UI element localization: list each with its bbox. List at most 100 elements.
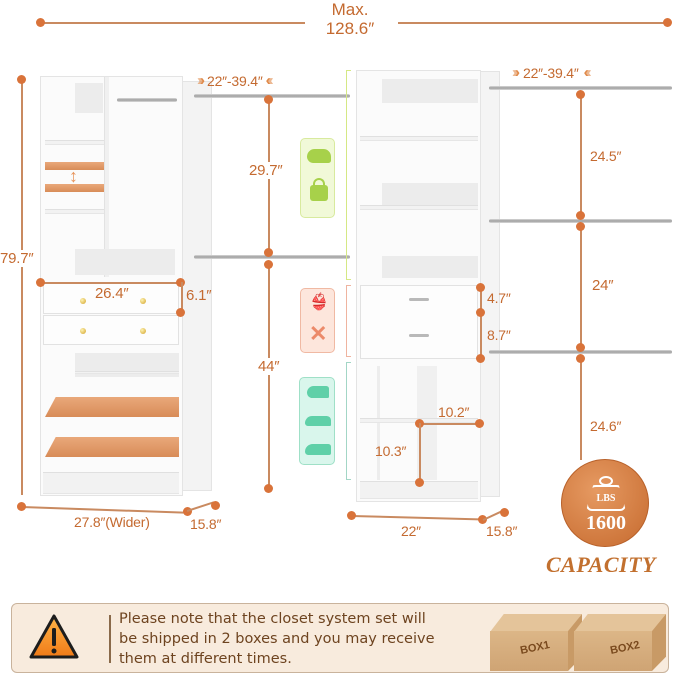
dress-shoe-icon <box>305 416 331 426</box>
drawer-pull <box>409 298 429 301</box>
bottom-gap-dot-top <box>576 354 585 363</box>
box1-top <box>490 614 582 632</box>
right-width-label: 22″ <box>401 523 421 539</box>
drawer-knob <box>140 298 146 304</box>
weight-icon: LBS <box>586 476 626 512</box>
adjustable-shelf-1 <box>45 162 104 170</box>
box2-icon: BOX2 <box>574 614 666 672</box>
box2-top <box>574 614 666 632</box>
upper-height-dot-top <box>264 95 273 104</box>
weight-ring <box>599 476 613 486</box>
right-width-dot-right <box>478 515 487 524</box>
box1-icon: BOX1 <box>490 614 582 672</box>
middle-rod-span-label: 22″-39.4″ <box>207 72 263 89</box>
left-shelf-2 <box>45 209 104 214</box>
heel-shoe-icon <box>307 386 329 398</box>
drawer-knob <box>80 298 86 304</box>
notice-line-1: Please note that the closet system set w… <box>119 611 426 627</box>
lower-height-label: 44″ <box>258 358 280 375</box>
adjustable-shelf-2 <box>45 184 104 192</box>
right-rod-span-label: 22″-39.4″ <box>523 64 579 81</box>
left-drawer-2[interactable] <box>43 315 179 345</box>
left-height-label: 79.7″ <box>0 250 34 267</box>
right-low-shade <box>382 256 478 278</box>
drawer-width-dot-left <box>36 278 45 287</box>
upper-height-label: 29.7″ <box>249 162 283 179</box>
underwear-card: 👙 ✕ <box>300 288 335 353</box>
right-lower-rod[interactable] <box>489 350 672 354</box>
drawer-height-dot-bottom <box>176 308 185 317</box>
right-width-line <box>351 515 484 520</box>
middle-lower-rod[interactable] <box>194 255 350 259</box>
right-shelf-2 <box>360 205 478 210</box>
expand-right-chevrons-icon: › <box>200 72 205 89</box>
cube-height-line <box>419 423 421 481</box>
notice-divider <box>109 615 111 663</box>
total-width-line-right <box>398 22 666 24</box>
capacity-badge: LBS 1600 <box>561 459 649 547</box>
expand-right-chevrons-icon: › <box>515 64 520 81</box>
right-drawer[interactable] <box>360 285 478 359</box>
expand-right-chevrons-icon: ››› <box>512 64 519 81</box>
drawer-bottom-label: 8.7″ <box>487 327 511 343</box>
right-closet-unit <box>356 70 500 502</box>
accessories-card <box>300 138 335 218</box>
drawer-dim-dot-bottom <box>476 354 485 363</box>
drawer-knob <box>80 328 86 334</box>
capacity-value: 1600 <box>586 512 626 534</box>
left-cubby-shade <box>75 83 103 113</box>
total-width-dot-right <box>663 18 672 27</box>
scarf-icon: ✕ <box>309 321 328 346</box>
upper-height-dot-bottom <box>264 248 273 257</box>
left-unit-rod <box>117 98 177 102</box>
middle-gap-dot-top <box>576 222 585 231</box>
right-mid-shade <box>382 183 478 205</box>
right-width-dot-left <box>347 511 356 520</box>
right-rod-span: ››› › 22″-39.4″ ‹ ‹‹‹ <box>512 64 592 81</box>
left-width-line <box>21 506 184 514</box>
drawer-dim-dot-top <box>476 283 485 292</box>
cube-height-label: 10.3″ <box>375 443 407 459</box>
left-shelf-1 <box>45 140 104 145</box>
sneaker-icon <box>305 444 331 455</box>
box2-front <box>574 631 652 671</box>
expand-left-chevrons-icon: ‹‹‹ <box>266 72 274 89</box>
slanted-shoe-shelf-1 <box>45 397 179 417</box>
left-height-line <box>21 79 23 495</box>
adjust-arrow-icon: ↕ <box>69 166 78 186</box>
top-gap-line <box>580 94 582 216</box>
right-top-shade <box>382 79 478 103</box>
left-unit-side <box>182 81 212 491</box>
drawer-width-line <box>41 282 181 284</box>
right-upper-rod[interactable] <box>489 86 672 90</box>
box1-front <box>490 631 568 671</box>
notice-line-3: them at different times. <box>119 651 292 667</box>
drawer-pull <box>409 334 429 337</box>
top-gap-dot-bottom <box>576 211 585 220</box>
capacity-label: CAPACITY <box>546 552 656 577</box>
drawer-height-label: 6.1″ <box>186 287 212 304</box>
drawer-knob <box>140 328 146 334</box>
right-middle-rod[interactable] <box>489 219 672 223</box>
expand-right-chevrons-icon: ››› <box>197 72 204 89</box>
middle-gap-label: 24″ <box>592 277 614 294</box>
drawer-width-label: 26.4″ <box>95 285 129 302</box>
total-width-dot-left <box>36 18 45 27</box>
bra-icon: 👙 <box>309 294 329 311</box>
left-unit-divider <box>104 77 109 277</box>
accessories-bracket <box>346 70 351 280</box>
lower-height-dot-top <box>264 260 273 269</box>
warning-triangle-svg <box>29 614 79 659</box>
middle-gap-dot-bottom <box>576 343 585 352</box>
lower-height-dot-bottom <box>264 484 273 493</box>
hat-icon <box>307 149 331 163</box>
cube-divider-left <box>377 366 380 480</box>
right-shelf-1 <box>360 136 478 141</box>
box2-side <box>652 614 666 671</box>
left-depth-dot <box>211 501 220 510</box>
left-height-dot-top <box>17 75 26 84</box>
right-depth-dot <box>500 508 509 517</box>
total-width-line-left <box>40 22 305 24</box>
middle-gap-line <box>580 226 582 344</box>
bottom-gap-label: 24.6″ <box>590 418 622 434</box>
